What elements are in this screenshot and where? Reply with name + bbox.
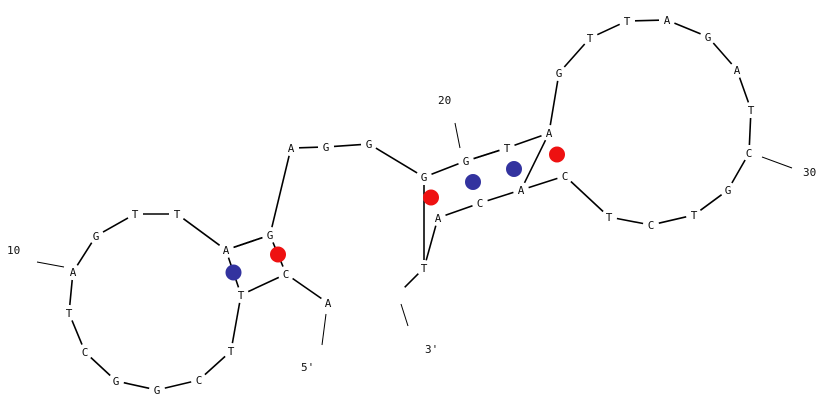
backbone-segment (658, 216, 687, 224)
backbone-segment (634, 19, 660, 22)
backbone-segment (164, 381, 192, 389)
helix-edge (523, 139, 547, 184)
backbone-segment (731, 159, 746, 184)
backbone-segment (431, 163, 459, 175)
backbone-segment (76, 242, 93, 266)
backbone-segment (404, 273, 419, 288)
nucleotide-letter: T (606, 211, 613, 224)
backbone-segment (616, 217, 644, 225)
nucleotide-letter: C (283, 268, 290, 281)
position-label-10: 10 (7, 244, 20, 257)
nucleotide-letter: C (82, 346, 89, 359)
position-tick (36, 261, 65, 268)
base-pair-markers (225, 146, 565, 281)
backbone-lines (69, 19, 752, 390)
nucleotide-letter: T (421, 262, 428, 275)
backbone-segment (738, 77, 750, 103)
nucleotide-letter: A (734, 64, 741, 77)
nucleotide-letter: G (154, 384, 161, 397)
nucleotide-letter: G (113, 375, 120, 388)
nucleotide-letter: A (70, 266, 77, 279)
nucleotide-letter: C (477, 197, 484, 210)
backbone-segment (182, 218, 221, 246)
position-ticks (36, 122, 793, 346)
nucleotide-letter: T (691, 209, 698, 222)
nucleotide-letter: A (664, 14, 671, 27)
backbone-segment (333, 143, 362, 148)
helix-edge (233, 236, 263, 249)
backbone-segment (292, 277, 322, 300)
backbone-segment (102, 217, 129, 233)
nucleotide-letter: G (725, 184, 732, 197)
backbone-segment (204, 355, 226, 376)
at-pair-dot (225, 264, 242, 281)
position-tick (761, 156, 793, 169)
gc-pair-dot (549, 146, 565, 163)
nucleotide-letter: T (174, 208, 181, 221)
backbone-segment (528, 177, 558, 189)
nucleotide-letter: G (556, 67, 563, 80)
helix-edge (247, 276, 280, 293)
backbone-segment (549, 80, 559, 126)
at-pair-dot (465, 174, 481, 190)
nucleotide-letter: T (748, 104, 755, 117)
nucleotide-letter: A (518, 184, 525, 197)
position-tick (454, 122, 461, 149)
nucleotide-letter: G (463, 155, 470, 168)
backbone-segment (699, 194, 723, 211)
backbone-segment (69, 279, 73, 306)
nucleotide-letter: G (705, 31, 712, 44)
nucleotide-letter: T (238, 289, 245, 302)
gc-pair-dot (270, 246, 286, 263)
nucleotide-letter: G (267, 229, 274, 242)
backbone-segment (298, 146, 319, 149)
nucleotide-letter: G (421, 171, 428, 184)
backbone-segment (71, 320, 83, 345)
backbone-segment (712, 42, 733, 65)
five-prime-label: 5' (301, 361, 314, 374)
nucleotide-letter: G (366, 138, 373, 151)
backbone-segment (445, 204, 473, 217)
nucleotide-letter: A (546, 127, 553, 140)
nucleotide-letter: A (325, 297, 332, 310)
at-pair-dot (506, 161, 522, 177)
nucleotide-letter: A (223, 244, 230, 257)
nucleotide-letter: T (504, 142, 511, 155)
three-prime-label: 3' (425, 343, 438, 356)
backbone-segment (748, 117, 752, 146)
backbone-segment (375, 147, 418, 174)
backbone-segment (271, 155, 290, 228)
backbone-segment (514, 134, 542, 147)
nucleotide-letter: T (132, 208, 139, 221)
backbone-segment (487, 191, 514, 202)
backbone-segment (231, 302, 241, 344)
nucleotide-letter: T (624, 15, 631, 28)
position-label-30: 30 (803, 166, 816, 179)
nucleotide-letter: C (196, 374, 203, 387)
nucleotide-letter: G (93, 230, 100, 243)
nucleotide-letter: A (288, 142, 295, 155)
position-label-20: 20 (438, 94, 451, 107)
nucleotide-letter: C (648, 219, 655, 232)
gc-pair-dot (423, 189, 439, 206)
position-tick (400, 303, 409, 327)
backbone-segment (563, 43, 586, 68)
nucleotide-letter: T (66, 307, 73, 320)
backbone-segment (90, 356, 111, 377)
nucleotide-letter: T (228, 345, 235, 358)
backbone-segment (596, 23, 621, 36)
nucleotide-letter: G (323, 141, 330, 154)
backbone-segment (674, 22, 701, 35)
nucleotide-letter: T (587, 32, 594, 45)
nucleotide-letters: A C G A T T G A T C G G C T T A G G G G T A G T T A G A T C G T C T C A C A T (66, 14, 755, 397)
backbone-segment (123, 381, 150, 390)
nucleotide-letter: C (562, 170, 569, 183)
position-tick (321, 313, 327, 346)
backbone-segment (570, 180, 604, 213)
backbone-segment (425, 225, 437, 261)
nucleotide-letter: C (746, 147, 753, 160)
nucleotide-letter: A (435, 212, 442, 225)
backbone-segment (473, 149, 500, 160)
